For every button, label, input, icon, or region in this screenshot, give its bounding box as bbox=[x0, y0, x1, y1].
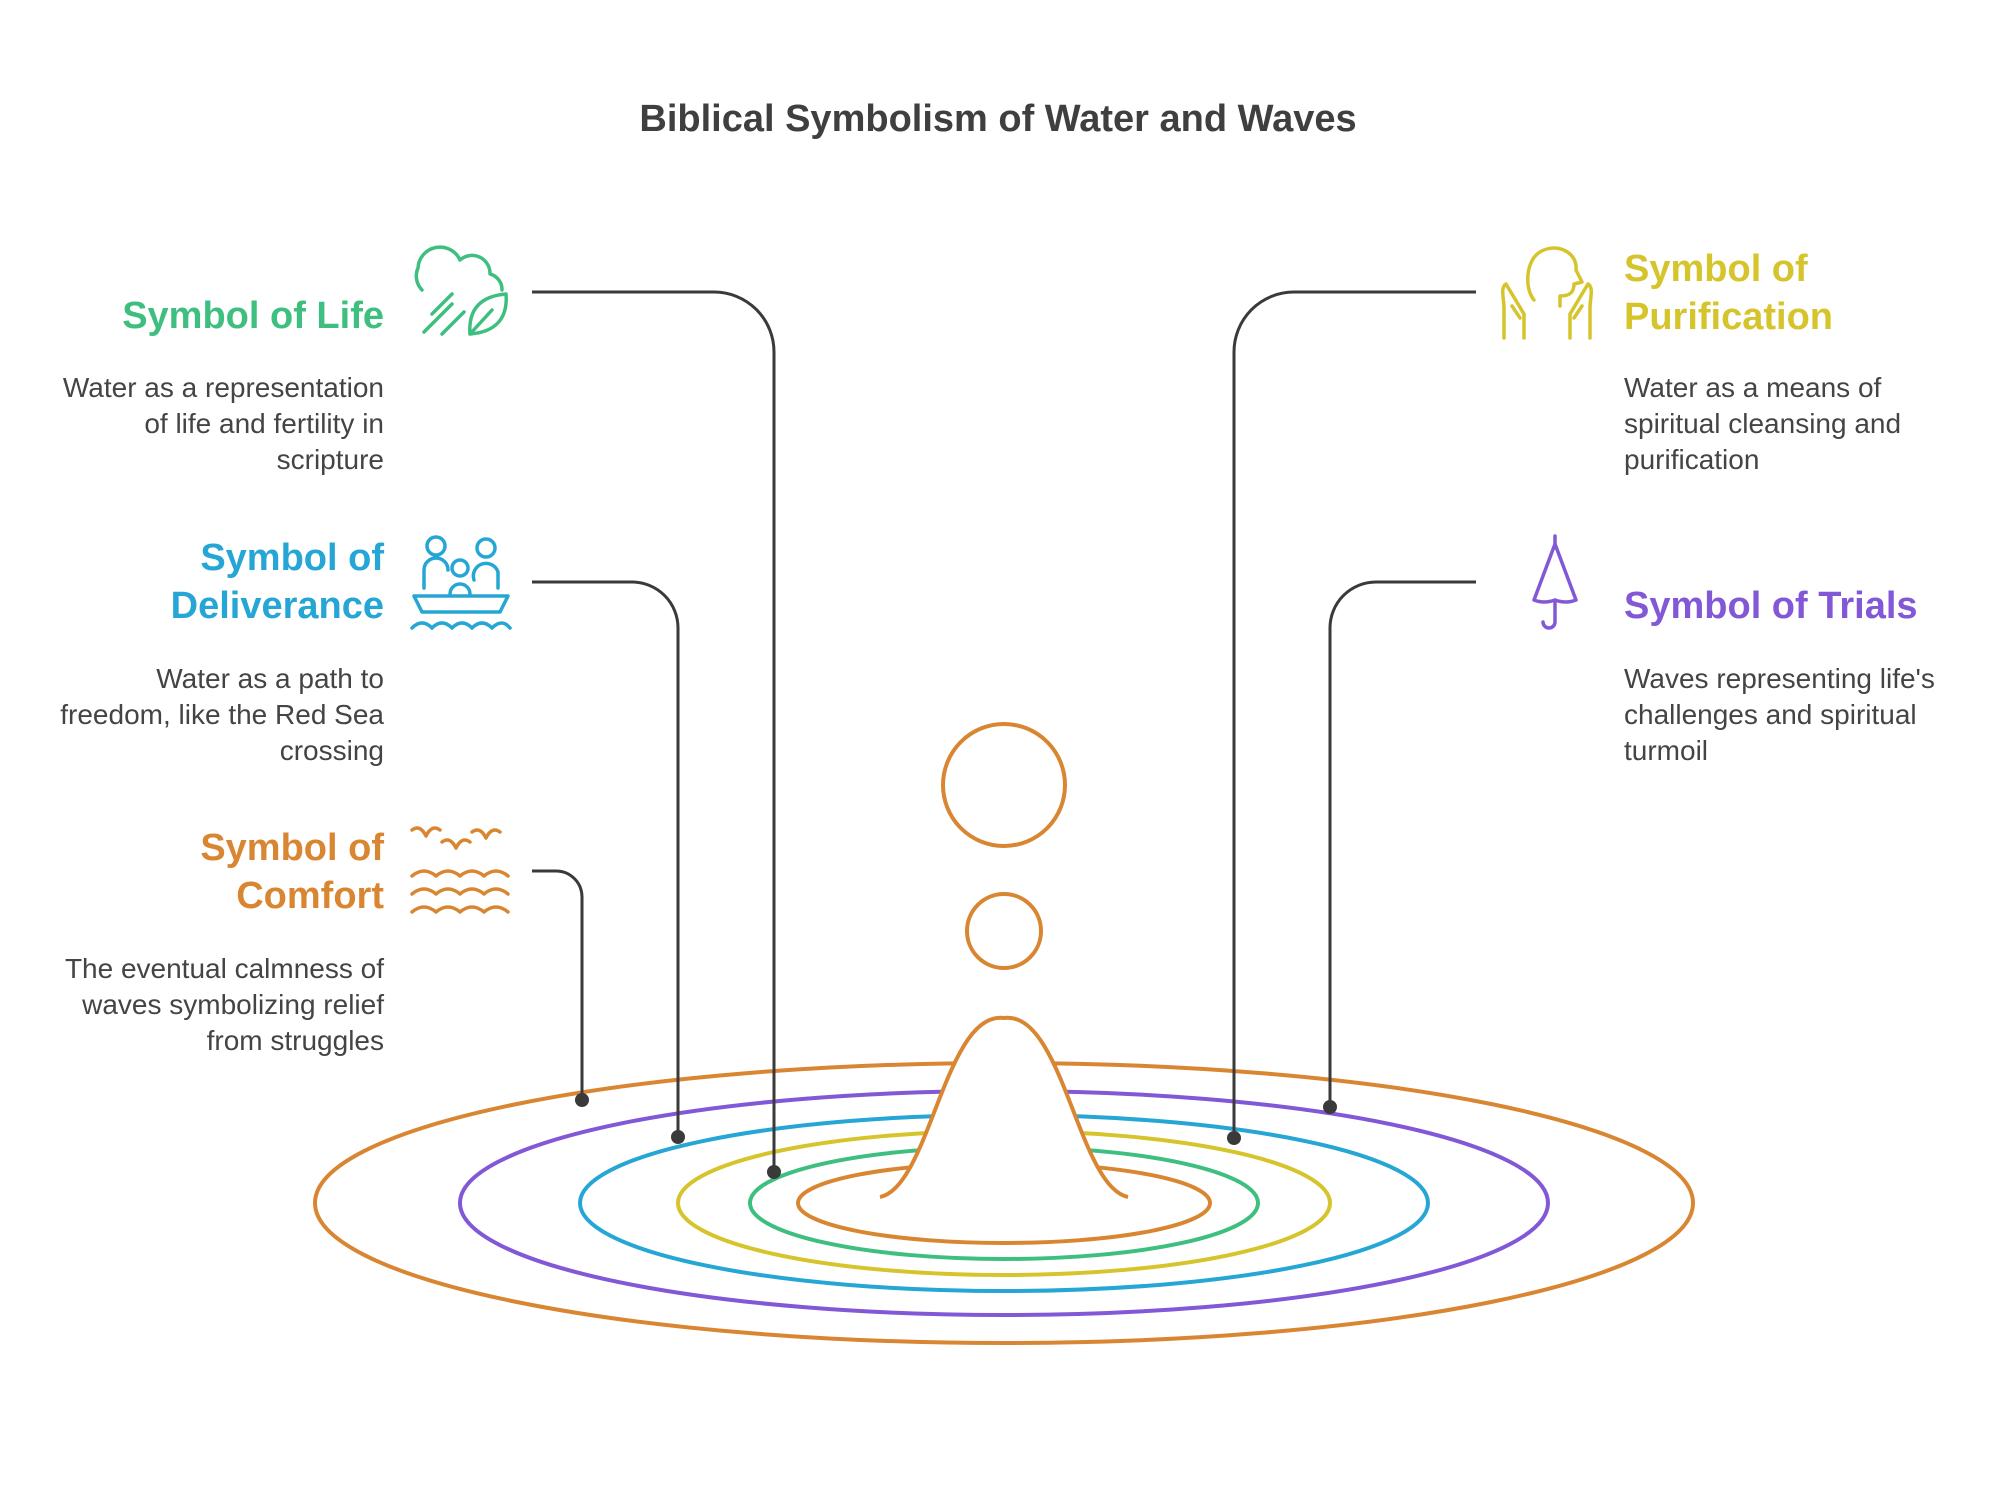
connector-comfort bbox=[532, 869, 584, 1100]
rain-leaf-icon bbox=[414, 245, 508, 336]
birds-waves-icon bbox=[410, 826, 510, 914]
description-purification: Water as a means of spiritual cleansing … bbox=[1624, 372, 1902, 475]
connector-dot-life bbox=[767, 1165, 781, 1179]
water-drop-small bbox=[965, 892, 1043, 970]
heading-deliverance: Symbol of Deliverance bbox=[170, 537, 384, 627]
umbrella-icon bbox=[1532, 534, 1578, 630]
praying-person-icon bbox=[1500, 246, 1594, 340]
heading-comfort: Symbol of Comfort bbox=[200, 827, 384, 917]
page-title: Biblical Symbolism of Water and Waves bbox=[639, 98, 1357, 140]
heading-life: Symbol of Life bbox=[122, 295, 384, 337]
connector-dot-comfort bbox=[575, 1093, 589, 1107]
description-trials: Waves representing life's challenges and… bbox=[1624, 663, 1935, 766]
description-comfort: The eventual calmness of waves symbolizi… bbox=[64, 953, 384, 1056]
heading-purification: Symbol of Purification bbox=[1624, 248, 1834, 338]
description-deliverance: Water as a path to freedom, like the Red… bbox=[60, 663, 384, 766]
description-life: Water as a representation of life and fe… bbox=[62, 372, 384, 475]
connector-purification bbox=[1232, 290, 1476, 1138]
heading-trials: Symbol of Trials bbox=[1624, 585, 1918, 627]
connector-dot-deliverance bbox=[671, 1130, 685, 1144]
connector-life bbox=[532, 290, 776, 1172]
water-splash-peak bbox=[879, 1015, 1129, 1199]
family-boat-icon bbox=[410, 535, 512, 630]
water-drop-large bbox=[941, 722, 1067, 848]
connector-deliverance bbox=[532, 580, 680, 1137]
connector-trials bbox=[1328, 580, 1476, 1107]
connector-dot-purification bbox=[1227, 1131, 1241, 1145]
connector-dot-trials bbox=[1323, 1100, 1337, 1114]
